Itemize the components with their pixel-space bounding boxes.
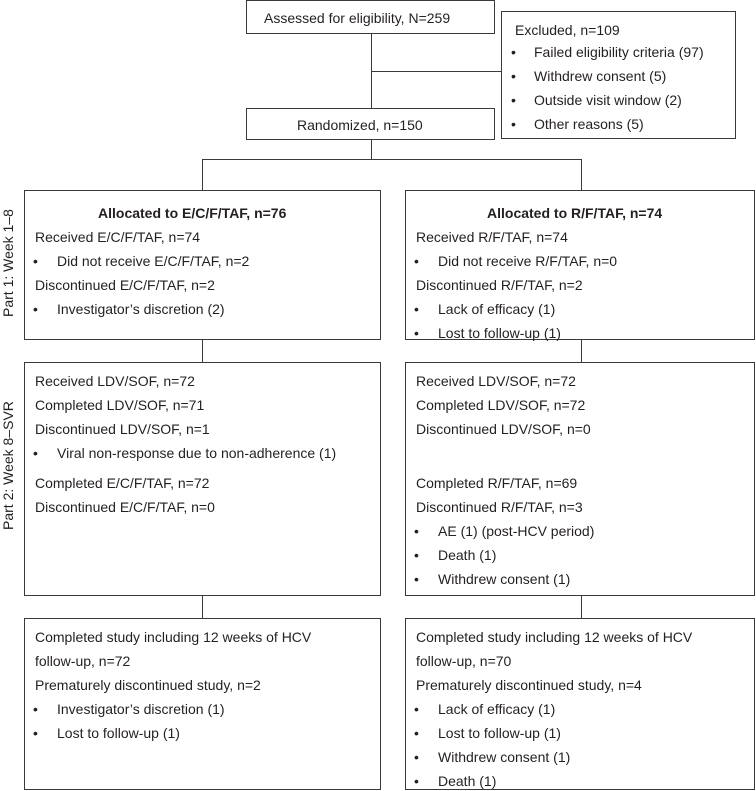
right-discontinued-ldv: Discontinued LDV/SOF, n=0 — [416, 421, 591, 437]
connector-to-excluded — [371, 71, 502, 72]
connector-branch-right — [581, 159, 582, 190]
connector-branch-left — [202, 159, 203, 190]
bullet: • — [414, 749, 419, 765]
bullet: • — [414, 701, 419, 717]
right-discontinue-reason: Lost to follow-up (1) — [438, 325, 561, 341]
bullet: • — [414, 547, 419, 563]
left-completed-ecftaf: Completed E/C/F/TAF, n=72 — [35, 475, 210, 491]
left-not-received: Did not receive E/C/F/TAF, n=2 — [57, 253, 250, 269]
right-received: Received R/F/TAF, n=74 — [416, 229, 568, 245]
connector-right-part1-part2 — [581, 339, 582, 362]
right-premature: Prematurely discontinued study, n=4 — [416, 677, 642, 693]
bullet: • — [414, 725, 419, 741]
left-premature-reason: Lost to follow-up (1) — [57, 725, 180, 741]
left-part1-box: Allocated to E/C/F/TAF, n=76 Received E/… — [24, 190, 381, 340]
excluded-title: Excluded, n=109 — [515, 22, 620, 38]
bullet: • — [511, 116, 516, 132]
right-premature-reason: Withdrew consent (1) — [438, 749, 571, 765]
right-discontinued: Discontinued R/F/TAF, n=2 — [416, 277, 583, 293]
excluded-box: Excluded, n=109 • Failed eligibility cri… — [501, 11, 736, 139]
excluded-item: Withdrew consent (5) — [534, 68, 667, 84]
assessed-text: Assessed for eligibility, N=259 — [264, 10, 451, 26]
assessed-box: Assessed for eligibility, N=259 — [246, 0, 495, 34]
excluded-item: Other reasons (5) — [534, 116, 644, 132]
right-part2-box: Received LDV/SOF, n=72 Completed LDV/SOF… — [405, 362, 755, 596]
left-final-box: Completed study including 12 weeks of HC… — [24, 618, 381, 790]
right-rftaf-reason: AE (1) (post-HCV period) — [438, 523, 595, 539]
connector-left-part1-part2 — [202, 339, 203, 362]
right-final-box: Completed study including 12 weeks of HC… — [405, 618, 755, 790]
right-premature-reason: Lack of efficacy (1) — [438, 701, 556, 717]
right-premature-reason: Lost to follow-up (1) — [438, 725, 561, 741]
right-premature-reason: Death (1) — [438, 773, 497, 789]
left-premature: Prematurely discontinued study, n=2 — [35, 677, 261, 693]
excluded-item: Outside visit window (2) — [534, 92, 682, 108]
right-completed-ldv: Completed LDV/SOF, n=72 — [416, 397, 586, 413]
left-completed-study-line1: Completed study including 12 weeks of HC… — [35, 629, 312, 645]
bullet: • — [33, 301, 38, 317]
left-received: Received E/C/F/TAF, n=74 — [35, 229, 201, 245]
bullet: • — [414, 301, 419, 317]
right-not-received: Did not receive R/F/TAF, n=0 — [438, 253, 618, 269]
left-allocated-title: Allocated to E/C/F/TAF, n=76 — [98, 205, 287, 221]
bullet: • — [33, 725, 38, 741]
left-received-ldv: Received LDV/SOF, n=72 — [35, 373, 195, 389]
bullet: • — [33, 445, 38, 461]
left-premature-reason: Investigator’s discretion (1) — [57, 701, 225, 717]
side-label-part1: Part 1: Week 1–8 — [0, 209, 16, 317]
bullet: • — [511, 68, 516, 84]
side-label-part2: Part 2: Week 8–SVR — [0, 401, 16, 530]
left-discontinue-reason: Investigator’s discretion (2) — [57, 301, 225, 317]
right-completed-study-line1: Completed study including 12 weeks of HC… — [416, 629, 693, 645]
left-ldv-reason: Viral non-response due to non-adherence … — [57, 445, 337, 461]
bullet: • — [511, 92, 516, 108]
bullet: • — [33, 701, 38, 717]
connector-randomized-down — [371, 139, 372, 159]
left-discontinued-ecftaf: Discontinued E/C/F/TAF, n=0 — [35, 499, 215, 515]
right-discontinue-reason: Lack of efficacy (1) — [438, 301, 556, 317]
connector-right-part2-final — [581, 595, 582, 618]
right-discontinued-rftaf: Discontinued R/F/TAF, n=3 — [416, 499, 583, 515]
connector-branch-horizontal — [202, 159, 581, 160]
randomized-text: Randomized, n=150 — [297, 117, 423, 133]
bullet: • — [414, 523, 419, 539]
right-part1-box: Allocated to R/F/TAF, n=74 Received R/F/… — [405, 190, 755, 341]
excluded-item: Failed eligibility criteria (97) — [534, 44, 704, 60]
right-received-ldv: Received LDV/SOF, n=72 — [416, 373, 576, 389]
bullet: • — [414, 325, 419, 341]
bullet: • — [33, 253, 38, 269]
right-rftaf-reason: Withdrew consent (1) — [438, 571, 571, 587]
right-rftaf-reason: Death (1) — [438, 547, 497, 563]
right-completed-rftaf: Completed R/F/TAF, n=69 — [416, 475, 578, 491]
connector-left-part2-final — [202, 595, 203, 618]
randomized-box: Randomized, n=150 — [246, 108, 495, 140]
bullet: • — [511, 44, 516, 60]
bullet: • — [414, 571, 419, 587]
bullet: • — [414, 253, 419, 269]
left-completed-ldv: Completed LDV/SOF, n=71 — [35, 397, 205, 413]
left-completed-study-line2: follow-up, n=72 — [35, 653, 131, 669]
left-discontinued-ldv: Discontinued LDV/SOF, n=1 — [35, 421, 210, 437]
right-allocated-title: Allocated to R/F/TAF, n=74 — [487, 205, 663, 221]
left-part2-box: Received LDV/SOF, n=72 Completed LDV/SOF… — [24, 362, 381, 596]
right-completed-study-line2: follow-up, n=70 — [416, 653, 512, 669]
bullet: • — [414, 773, 419, 789]
left-discontinued: Discontinued E/C/F/TAF, n=2 — [35, 277, 215, 293]
